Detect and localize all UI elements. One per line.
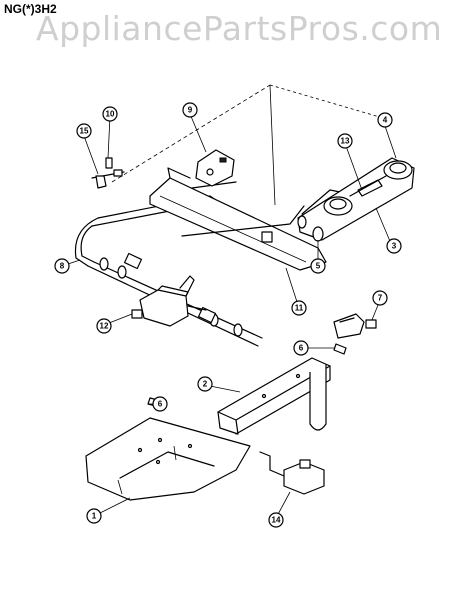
callout-5: 5 xyxy=(310,258,326,274)
callout-2-label: 2 xyxy=(203,380,208,389)
top-burner-assembly xyxy=(297,157,415,242)
callout-2: 2 xyxy=(197,376,213,392)
callout-8: 8 xyxy=(54,258,70,274)
callout-6b-label: 6 xyxy=(158,400,163,409)
callout-10-label: 10 xyxy=(106,110,115,119)
model-code: NG(*)3H2 xyxy=(4,2,57,16)
oven-burner xyxy=(217,357,331,435)
ignitor xyxy=(259,451,325,495)
callout-12-label: 12 xyxy=(100,322,109,331)
callout-6a-label: 6 xyxy=(299,344,304,353)
valve-bracket xyxy=(195,149,235,187)
reference-lines xyxy=(111,84,391,206)
callout-12: 12 xyxy=(96,318,112,334)
callout-15: 15 xyxy=(76,123,92,139)
callout-10: 10 xyxy=(102,106,118,122)
callout-4-label: 4 xyxy=(383,116,388,125)
callout-14: 14 xyxy=(268,512,284,528)
callout-3: 3 xyxy=(386,238,402,254)
callout-6b: 6 xyxy=(152,396,168,412)
callout-13-label: 13 xyxy=(341,137,350,146)
callout-1: 1 xyxy=(86,508,102,524)
callout-9-label: 9 xyxy=(188,106,193,115)
callout-4: 4 xyxy=(377,112,393,128)
burner-support-bracket xyxy=(149,167,327,271)
callout-6a: 6 xyxy=(293,340,309,356)
callout-11-label: 11 xyxy=(295,304,304,313)
callout-15-label: 15 xyxy=(80,127,89,136)
callout-3-label: 3 xyxy=(392,242,397,251)
gas-valve xyxy=(131,275,207,327)
callout-7: 7 xyxy=(372,290,388,306)
callout-1-label: 1 xyxy=(92,512,97,521)
callout-8-label: 8 xyxy=(60,262,65,271)
callout-5-label: 5 xyxy=(316,262,321,271)
igniter-switch xyxy=(333,313,377,355)
callout-7-label: 7 xyxy=(378,294,383,303)
manifold-pipe xyxy=(74,195,263,347)
callout-11: 11 xyxy=(291,300,307,316)
pilot-fitting xyxy=(91,157,125,189)
callout-13: 13 xyxy=(337,133,353,149)
callout-14-label: 14 xyxy=(272,516,281,525)
watermark: AppliancePartsPros.com xyxy=(36,9,443,48)
callout-9: 9 xyxy=(182,102,198,118)
callouts: 1 2 3 4 5 6 6 7 xyxy=(54,102,402,528)
burner-baffle xyxy=(85,417,251,501)
